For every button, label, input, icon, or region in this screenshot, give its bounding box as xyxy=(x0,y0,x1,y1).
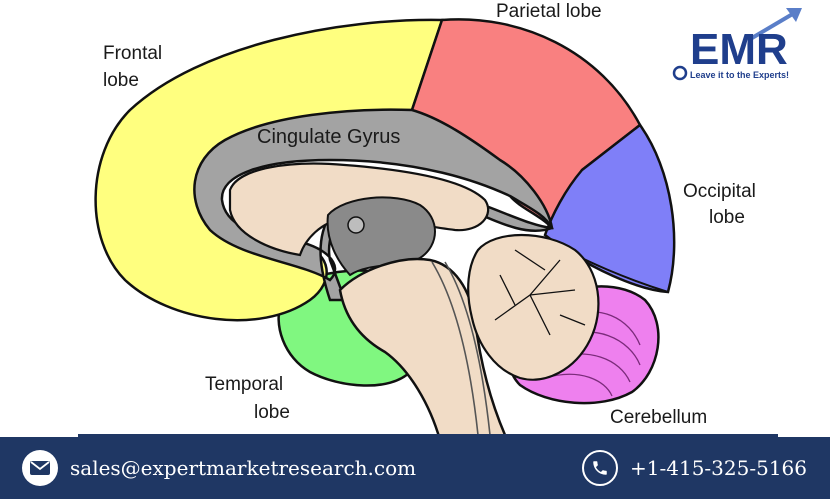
phone-contact[interactable]: +1-415-325-5166 xyxy=(582,437,807,499)
phone-icon xyxy=(582,450,618,486)
footer-top-line xyxy=(78,434,778,437)
emr-logo: EMR Leave it to the Experts! xyxy=(672,8,802,81)
brain-diagram: Parietal lobe Frontal lobe Cingulate Gyr… xyxy=(94,1,756,440)
email-text[interactable]: sales@expertmarketresearch.com xyxy=(70,456,417,480)
envelope-icon xyxy=(22,450,58,486)
occipital-lobe-label-line2: lobe xyxy=(709,207,745,228)
temporal-lobe-label-line2: lobe xyxy=(254,402,290,423)
phone-text[interactable]: +1-415-325-5166 xyxy=(630,456,808,480)
frontal-lobe-label-line2: lobe xyxy=(103,70,139,91)
parietal-lobe-label: Parietal lobe xyxy=(496,1,602,22)
emr-logo-text: EMR xyxy=(690,25,788,74)
cingulate-gyrus-label: Cingulate Gyrus xyxy=(257,126,400,148)
arbor-vitae-branches xyxy=(494,249,586,336)
arbor-vitae-region xyxy=(467,234,600,381)
emr-logo-tagline: Leave it to the Experts! xyxy=(690,70,789,80)
contact-footer: sales@expertmarketresearch.com +1-415-32… xyxy=(0,437,830,499)
occipital-lobe-label-line1: Occipital xyxy=(683,181,756,202)
frontal-lobe-label-line1: Frontal xyxy=(103,43,162,64)
temporal-lobe-label-line1: Temporal xyxy=(205,374,283,395)
occipital-lobe-region xyxy=(543,123,676,294)
cerebellum-label: Cerebellum xyxy=(610,407,707,428)
email-contact[interactable]: sales@expertmarketresearch.com xyxy=(22,437,416,499)
